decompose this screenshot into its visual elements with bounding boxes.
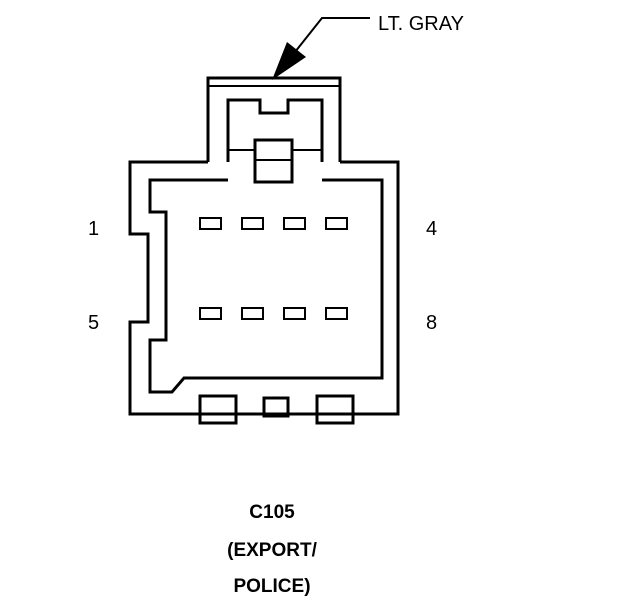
color-callout-arrow	[272, 17, 370, 80]
color-callout-label: LT. GRAY	[378, 13, 464, 35]
pin-cavity	[199, 217, 222, 230]
pin-cavity	[283, 217, 306, 230]
pin-label-5: 5	[88, 312, 99, 334]
pin-cavity	[283, 307, 306, 320]
pin-label-8: 8	[426, 312, 437, 334]
connector-variant-line2: POLICE)	[233, 576, 310, 597]
connector-bottom-tabs	[198, 394, 355, 425]
connector-inner-cavity	[148, 178, 384, 394]
pin-row-bottom	[199, 307, 348, 320]
pin-cavity	[241, 307, 264, 320]
connector-id: C105	[249, 502, 295, 523]
connector-outer-shell	[128, 160, 400, 416]
pin-cavity	[325, 307, 348, 320]
pin-row-top	[199, 217, 348, 230]
pin-cavity	[199, 307, 222, 320]
pin-cavity	[241, 217, 264, 230]
pin-label-4: 4	[426, 218, 437, 240]
connector-variant-line1: (EXPORT/	[227, 540, 317, 561]
connector-latch	[206, 76, 342, 184]
pin-label-1: 1	[88, 218, 99, 240]
pin-cavity	[325, 217, 348, 230]
